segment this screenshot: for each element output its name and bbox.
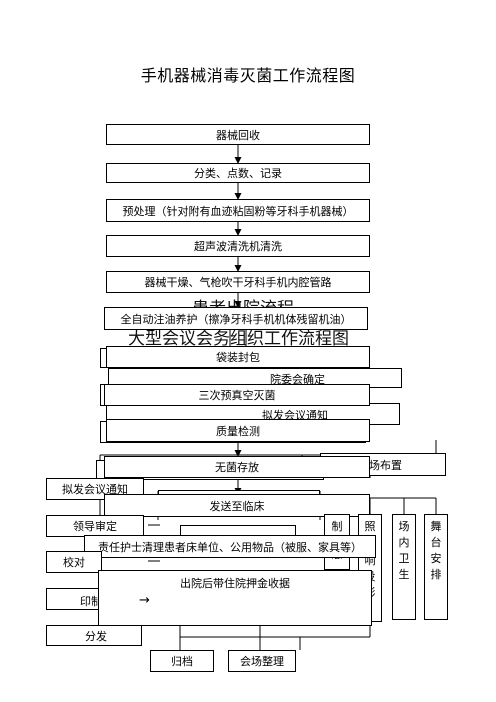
- step-pretreatment: 预处理（针对附有血迹粘固粉等牙科手机器械）: [106, 199, 370, 222]
- ghost-venue-cleanup: 会场整理: [228, 650, 296, 672]
- page-title: 手机器械消毒灭菌工作流程图: [140, 66, 356, 85]
- ghost-heading-meeting: 大型会议会务组织工作流程图: [128, 329, 349, 349]
- step-vacuum-sterilize: 三次预真空灭菌: [104, 384, 370, 406]
- ghost-draft-notice-right: 拟发会议通知: [262, 409, 328, 422]
- step-sort-count-record: 分类、点数、记录: [106, 163, 370, 183]
- step-drying: 器械干燥、气枪吹干牙科手机内腔管路: [106, 271, 370, 293]
- step-instrument-recovery: 器械回收: [106, 124, 370, 145]
- ghost-archive: 归档: [150, 650, 214, 672]
- ghost-vbox-stage: 舞台安排: [424, 514, 448, 620]
- ghost-leader-review: 领导审定: [46, 515, 144, 537]
- ghost-vbox-venue-hygiene: 场内卫生: [392, 514, 416, 620]
- arrow-right-icon: →: [139, 593, 150, 608]
- ghost-print: 印制: [80, 595, 102, 608]
- step-auto-oiling: 全自动注油养护（擦净牙科手机机体残留机油）: [104, 307, 368, 330]
- step-ultrasonic-cleaning: 超声波清洗机清洗: [106, 235, 370, 257]
- step-send-clinical: 发送至临床: [104, 494, 370, 517]
- ghost-distribute: 分发: [46, 625, 142, 646]
- step-sterile-storage: 无菌存放: [104, 456, 370, 478]
- ghost-discharge-text: 出院后带住院押金收据: [180, 577, 290, 590]
- step-bag-seal: 袋装封包: [106, 346, 370, 368]
- ghost-discharge-deposit: → 出院后带住院押金收据: [98, 570, 372, 626]
- step-quality-check: 质量检测: [106, 419, 370, 442]
- ghost-council-confirm: 院委会确定: [270, 373, 325, 386]
- ghost-proofread: 校对: [46, 551, 102, 573]
- ghost-nurse-clean: 责任护士清理患者床单位、公用物品（被服、家具等）: [84, 535, 376, 558]
